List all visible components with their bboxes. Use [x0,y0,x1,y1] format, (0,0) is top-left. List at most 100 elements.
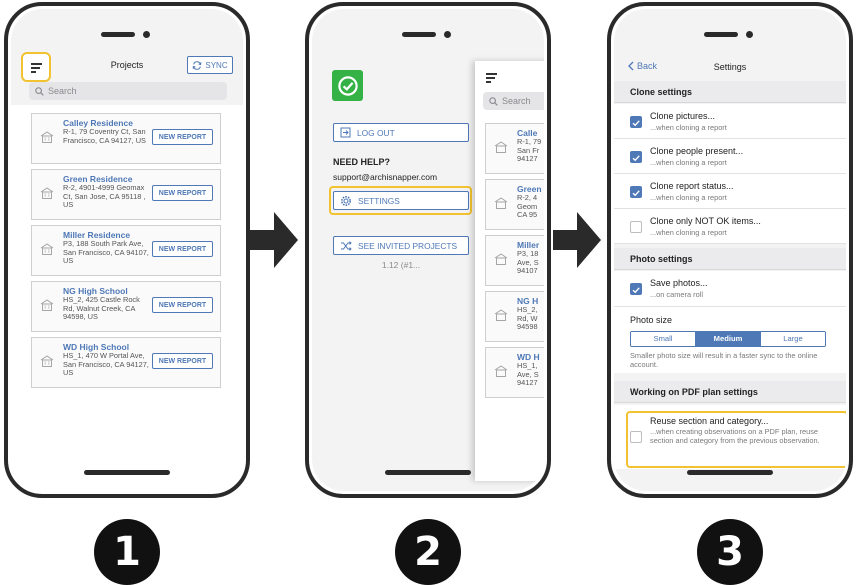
option-subtitle: ...when creating observations on a PDF p… [650,427,820,445]
photo-settings-header: Photo settings [614,248,846,270]
page-title: Projects [110,60,144,70]
photo-size-note: Smaller photo size will result in a fast… [630,351,818,369]
phone-notch [101,29,153,41]
phone-projects: Projects SYNC Search Calley Residence R-… [4,2,250,498]
see-invited-projects-button[interactable]: SEE INVITED PROJECTS [333,236,469,255]
new-report-button[interactable]: NEW REPORT [152,185,213,201]
step-badge-2: 2 [395,519,461,585]
home-indicator [84,470,170,475]
search-placeholder: Search [48,86,77,96]
reuse-section-checkbox[interactable] [630,431,642,443]
clone-pictures-checkbox[interactable] [630,116,642,128]
photo-size-large[interactable]: Large [761,332,825,346]
hamburger-icon[interactable] [486,73,497,86]
back-button[interactable]: Back [628,61,657,71]
new-report-button[interactable]: NEW REPORT [152,353,213,369]
project-info: Miller P3, 18 Ave, S 94107 [517,240,544,276]
home-indicator [687,470,773,475]
clone-people-present-row[interactable]: Clone people present... ...when cloning … [614,139,846,174]
project-info: NG H HS_2, Rd, W 94598 [517,296,544,332]
project-card[interactable]: WD H HS_1, Ave, S 94127 [485,347,544,398]
project-card[interactable]: Miller P3, 18 Ave, S 94107 [485,235,544,286]
project-card[interactable]: Calley Residence R-1, 79 Coventry Ct, Sa… [31,113,221,164]
new-report-button[interactable]: NEW REPORT [152,129,213,145]
option-subtitle: ...when cloning a report [650,123,727,132]
project-address: HS_2, Rd, W 94598 [517,305,538,332]
settings-button[interactable]: SETTINGS [333,191,469,210]
reuse-section-highlight [626,411,846,468]
check-icon [632,287,640,294]
home-indicator [385,470,471,475]
project-name: Miller [517,240,540,250]
building-icon [494,308,508,326]
option-subtitle: ...when cloning a report [650,158,727,167]
project-name: Calle [517,128,538,138]
building-icon [494,252,508,270]
log-out-button[interactable]: LOG OUT [333,123,469,142]
hamburger-icon[interactable] [31,63,42,76]
building-icon [494,364,508,382]
menu-screen: LOG OUT NEED HELP? support@archisnapper.… [312,9,544,491]
project-address: P3, 18 Ave, S 94107 [517,249,539,276]
project-address: P3, 188 South Park Ave, San Francisco, C… [63,239,149,266]
search-input[interactable]: Search [29,82,227,100]
project-name: Green Residence [63,174,133,184]
settings-highlight [329,186,472,215]
building-icon [40,298,54,316]
photo-size-small[interactable]: Small [631,332,696,346]
search-input[interactable]: Search [483,92,544,110]
project-name: Miller Residence [63,230,131,240]
new-report-button[interactable]: NEW REPORT [152,297,213,313]
project-address: R-2, 4 Geom CA 95 [517,193,538,220]
option-subtitle: ...when cloning a report [650,228,727,237]
clone-report-status-checkbox[interactable] [630,186,642,198]
arrow-right-icon [250,212,298,268]
logout-icon [340,127,351,138]
project-list: Calley Residence R-1, 79 Coventry Ct, Sa… [11,105,243,491]
sync-button[interactable]: SYNC [187,56,233,74]
project-info: Green Residence R-2, 4901-4999 Geomax Ct… [63,174,153,210]
app-logo [332,70,363,101]
project-info: WD H HS_1, Ave, S 94127 [517,352,544,388]
clone-people-present-checkbox[interactable] [630,151,642,163]
building-icon [40,130,54,148]
project-card[interactable]: Calle R-1, 79 San Fr 94127 [485,123,544,174]
support-email[interactable]: support@archisnapper.com [333,172,438,182]
project-card[interactable]: NG H HS_2, Rd, W 94598 [485,291,544,342]
project-address: HS_1, 470 W Portal Ave, San Francisco, C… [63,351,149,378]
photo-size-medium[interactable]: Medium [696,332,761,346]
phone-notch [402,29,454,41]
sync-label: SYNC [205,60,228,70]
clone-pictures-row[interactable]: Clone pictures... ...when cloning a repo… [614,104,846,139]
clone-not-ok-items-row[interactable]: Clone only NOT OK items... ...when cloni… [614,209,846,244]
project-card[interactable]: WD High School HS_1, 470 W Portal Ave, S… [31,337,221,388]
project-card[interactable]: Green R-2, 4 Geom CA 95 [485,179,544,230]
save-photos-checkbox[interactable] [630,283,642,295]
option-title: Clone pictures... [650,111,716,121]
project-info: Calle R-1, 79 San Fr 94127 [517,128,544,164]
new-report-button[interactable]: NEW REPORT [152,241,213,257]
menu-button-highlight[interactable] [21,52,51,82]
clone-report-status-row[interactable]: Clone report status... ...when cloning a… [614,174,846,209]
project-address: R-1, 79 San Fr 94127 [517,137,542,164]
clone-not-ok-items-checkbox[interactable] [630,221,642,233]
photo-size-segmented-control[interactable]: Small Medium Large [630,331,826,347]
option-subtitle: ...when cloning a report [650,193,727,202]
project-card[interactable]: NG High School HS_2, 425 Castle Rock Rd,… [31,281,221,332]
sync-icon [192,60,202,70]
option-title: Clone people present... [650,146,744,156]
projects-panel-overlay[interactable]: Search Calle R-1, 79 San Fr 94127 Green … [475,61,544,481]
check-icon [632,120,640,127]
reuse-section-row[interactable]: Reuse section and category... ...when cr… [614,405,846,469]
project-card[interactable]: Green Residence R-2, 4901-4999 Geomax Ct… [31,169,221,220]
search-icon [35,86,44,96]
pdf-plan-settings-header: Working on PDF plan settings [614,381,846,403]
back-label: Back [637,61,658,71]
project-card[interactable]: Miller Residence P3, 188 South Park Ave,… [31,225,221,276]
project-name: WD H [517,352,540,362]
project-info: Miller Residence P3, 188 South Park Ave,… [63,230,153,266]
settings-nav: Back Settings [614,57,846,77]
settings-label: SETTINGS [358,195,400,206]
building-icon [494,140,508,158]
save-photos-row[interactable]: Save photos... ...on camera roll [614,271,846,307]
